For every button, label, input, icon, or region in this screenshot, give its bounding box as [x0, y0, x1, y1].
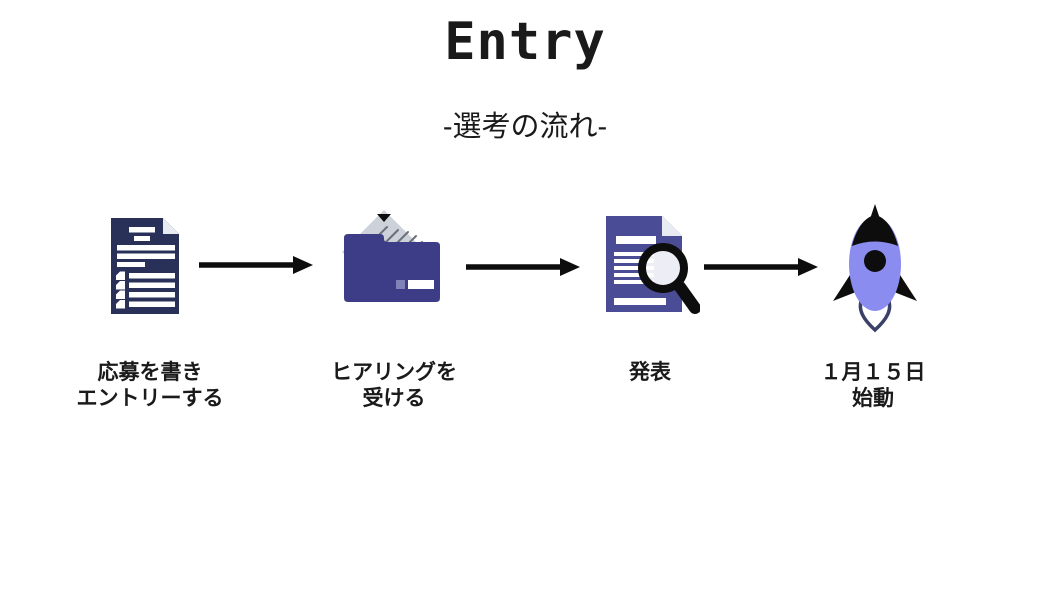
rocket-icon	[833, 204, 917, 333]
document-magnifier-icon	[606, 216, 700, 314]
step-label-line: 始動	[852, 387, 894, 410]
step-label-line: ヒアリングを	[331, 361, 457, 384]
folder-envelope-icon	[342, 210, 440, 302]
arrow-right-icon	[704, 258, 818, 276]
step-label-start-date: １月１５日 始動	[773, 360, 973, 412]
step-label-line: 発表	[629, 361, 671, 384]
page-title: Entry	[444, 12, 606, 72]
arrow-right-icon	[466, 258, 580, 276]
step-label-line: １月１５日	[820, 361, 926, 384]
step-label-line: エントリーする	[76, 387, 224, 410]
arrow-right-icon	[199, 256, 313, 274]
page-subtitle: -選考の流れ-	[442, 111, 608, 143]
step-label-line: 応募を書き	[97, 361, 203, 384]
step-label-line: 受ける	[362, 387, 426, 410]
form-document-icon	[111, 218, 179, 314]
step-label-hearing: ヒアリングを 受ける	[294, 360, 494, 412]
step-label-announcement: 発表	[550, 360, 750, 386]
step-label-entry: 応募を書き エントリーする	[50, 360, 250, 412]
